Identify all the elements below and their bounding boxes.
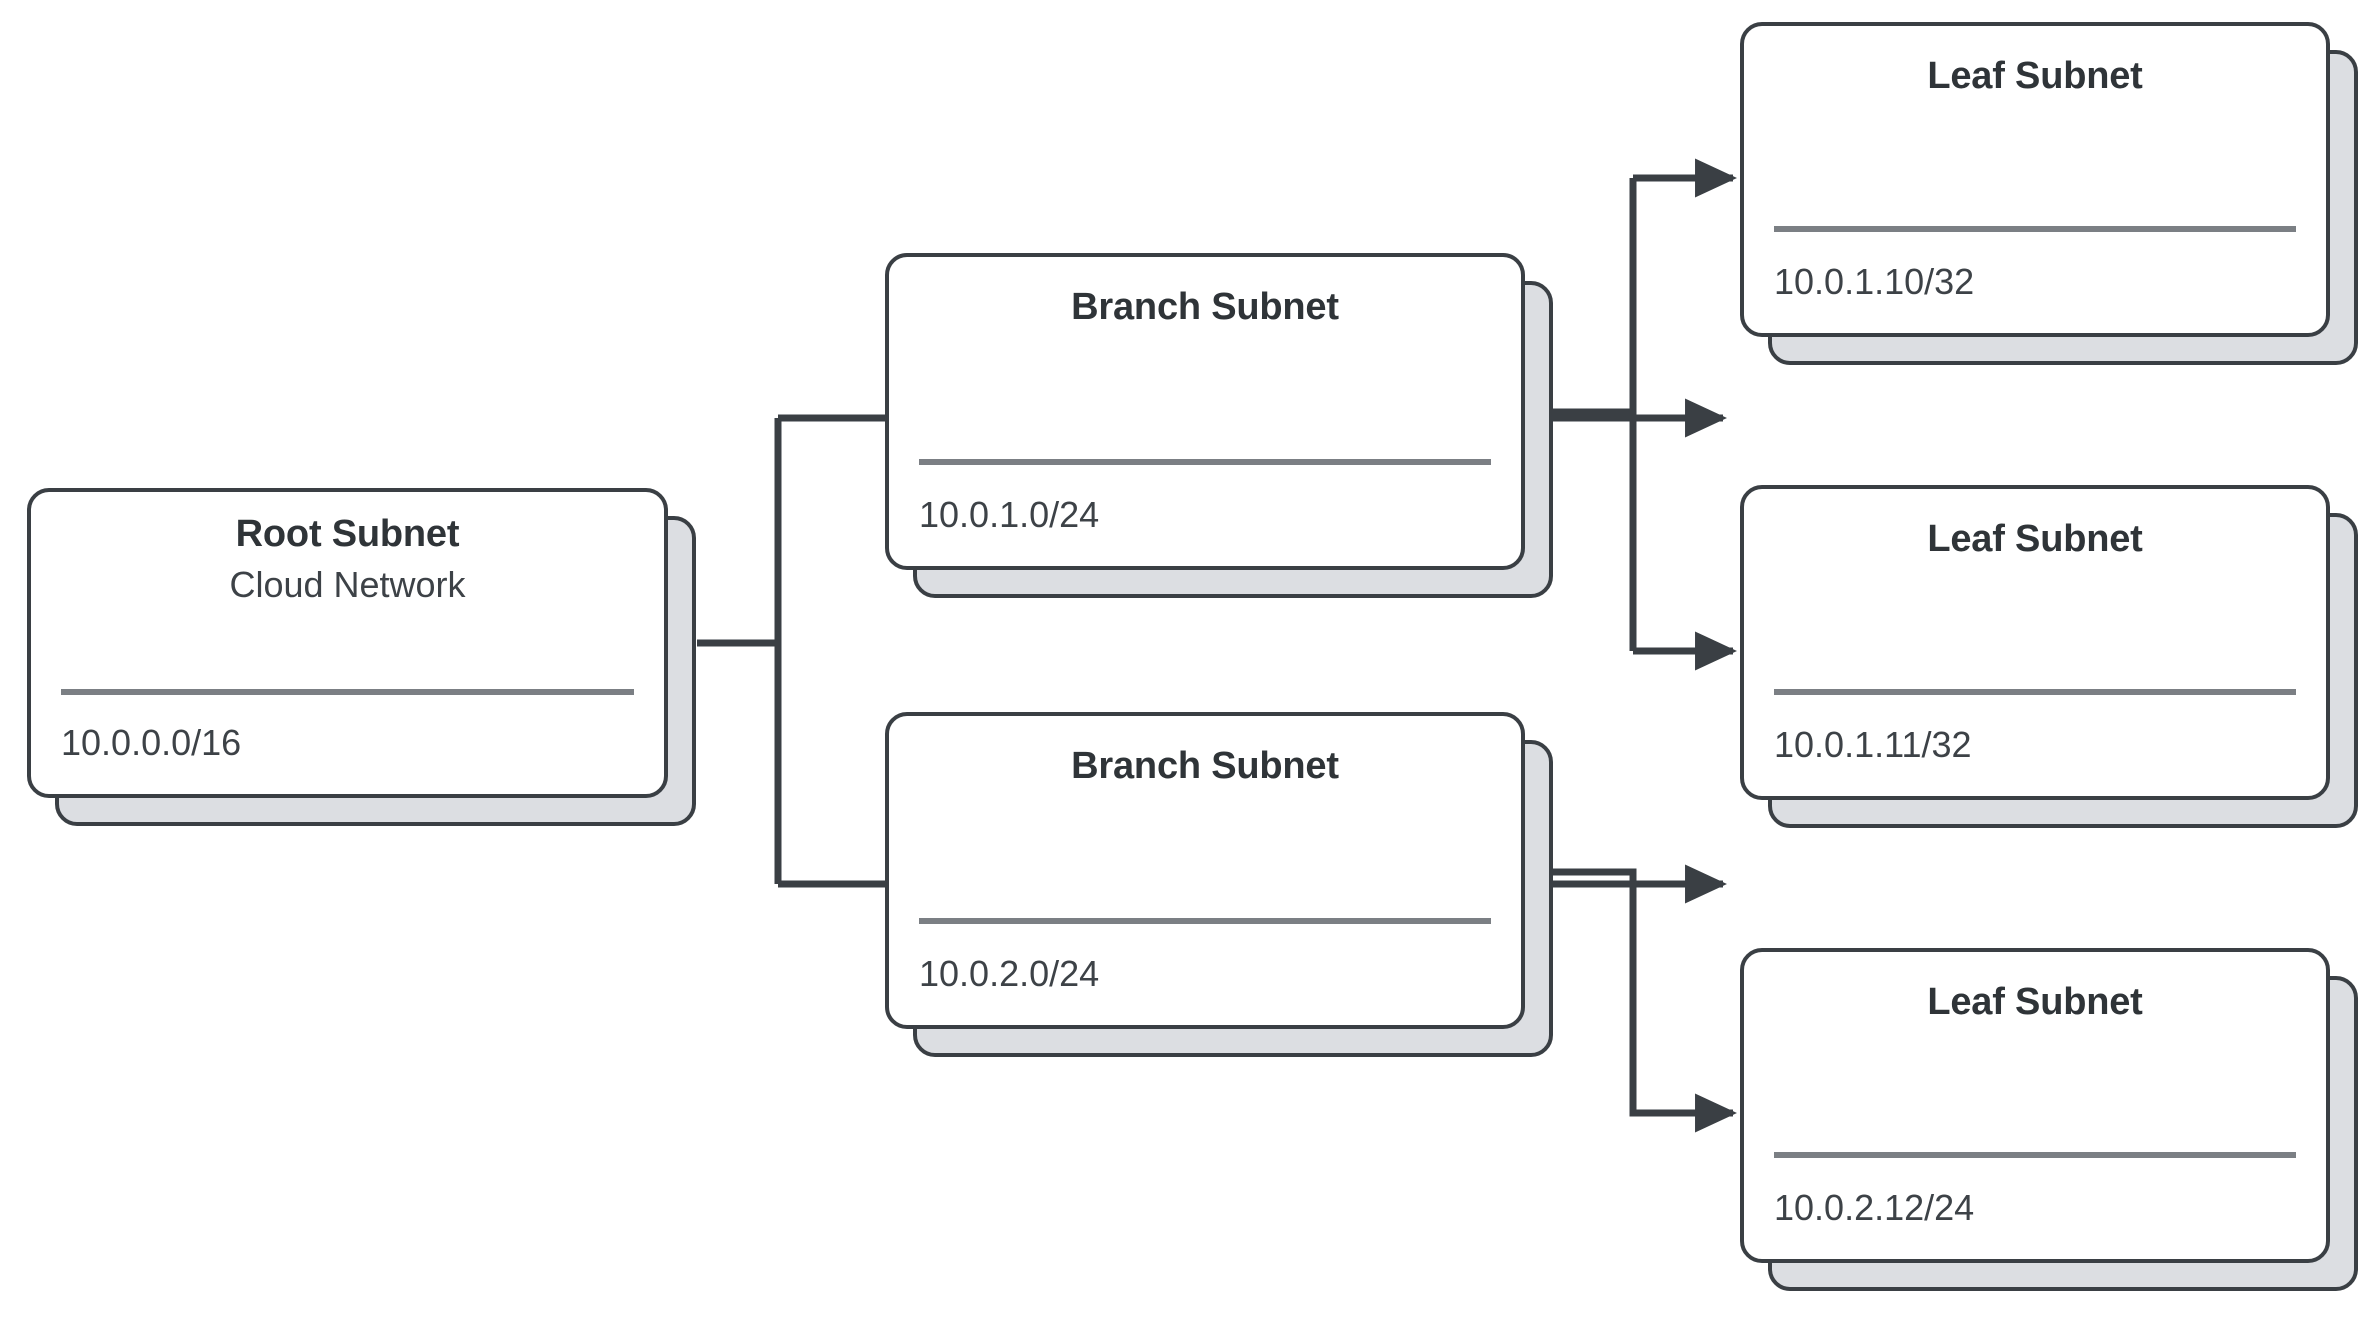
node-cidr: 10.0.0.0/16 xyxy=(61,721,242,763)
card-footer: 10.0.1.0/24 xyxy=(889,465,1521,566)
edge-branch-1-to-leaf-2 xyxy=(1553,868,1737,1133)
card-face: Leaf Subnet 10.0.2.12/24 xyxy=(1740,948,2330,1263)
edge-branch-0-fan xyxy=(1553,178,1637,651)
card-face: Leaf Subnet 10.0.1.10/32 xyxy=(1740,22,2330,337)
card-divider xyxy=(919,917,1491,924)
card-footer: 10.0.1.10/32 xyxy=(1744,232,2326,333)
card-divider xyxy=(919,458,1491,465)
node-title: Leaf Subnet xyxy=(1927,981,2143,1023)
edge-root-fan xyxy=(697,418,782,884)
card-header: Leaf Subnet xyxy=(1744,26,2326,99)
node-title: Branch Subnet xyxy=(1071,745,1339,787)
card-divider xyxy=(1774,688,2296,695)
node-cidr: 10.0.2.0/24 xyxy=(919,952,1100,994)
node-title: Leaf Subnet xyxy=(1927,55,2143,97)
card-divider xyxy=(1774,1151,2296,1158)
card-footer: 10.0.2.0/24 xyxy=(889,924,1521,1025)
card-header: Branch Subnet xyxy=(889,716,1521,789)
divider-area xyxy=(31,607,664,695)
card-face: Leaf Subnet 10.0.1.11/32 xyxy=(1740,485,2330,800)
card-header: Leaf Subnet xyxy=(1744,952,2326,1025)
node-title: Root Subnet xyxy=(235,513,460,555)
card-face: Branch Subnet 10.0.2.0/24 xyxy=(885,712,1525,1029)
node-cidr: 10.0.2.12/24 xyxy=(1774,1186,1975,1228)
node-branch-subnet-2[interactable]: Branch Subnet 10.0.2.0/24 xyxy=(885,712,1553,1057)
card-header: Leaf Subnet xyxy=(1744,489,2326,562)
divider-area xyxy=(1744,99,2326,232)
card-face: Root Subnet Cloud Network 10.0.0.0/16 xyxy=(27,488,668,798)
node-title: Leaf Subnet xyxy=(1927,518,2143,560)
node-leaf-subnet-1[interactable]: Leaf Subnet 10.0.1.10/32 xyxy=(1740,22,2358,365)
card-header: Root Subnet Cloud Network xyxy=(31,492,664,607)
card-header: Branch Subnet xyxy=(889,257,1521,330)
card-footer: 10.0.1.11/32 xyxy=(1744,695,2326,796)
node-subtitle: Cloud Network xyxy=(229,563,466,605)
divider-area xyxy=(889,789,1521,924)
node-cidr: 10.0.1.0/24 xyxy=(919,493,1100,535)
divider-area xyxy=(889,330,1521,465)
divider-area xyxy=(1744,1025,2326,1158)
node-root-subnet[interactable]: Root Subnet Cloud Network 10.0.0.0/16 xyxy=(27,488,696,826)
node-leaf-subnet-3[interactable]: Leaf Subnet 10.0.2.12/24 xyxy=(1740,948,2358,1291)
divider-area xyxy=(1744,562,2326,695)
node-leaf-subnet-2[interactable]: Leaf Subnet 10.0.1.11/32 xyxy=(1740,485,2358,828)
card-footer: 10.0.0.0/16 xyxy=(31,695,664,794)
node-cidr: 10.0.1.11/32 xyxy=(1774,723,1972,765)
node-cidr: 10.0.1.10/32 xyxy=(1774,260,1975,302)
node-branch-subnet-1[interactable]: Branch Subnet 10.0.1.0/24 xyxy=(885,253,1553,598)
card-divider xyxy=(61,688,634,695)
node-title: Branch Subnet xyxy=(1071,286,1339,328)
card-footer: 10.0.2.12/24 xyxy=(1744,1158,2326,1259)
card-face: Branch Subnet 10.0.1.0/24 xyxy=(885,253,1525,570)
card-divider xyxy=(1774,225,2296,232)
